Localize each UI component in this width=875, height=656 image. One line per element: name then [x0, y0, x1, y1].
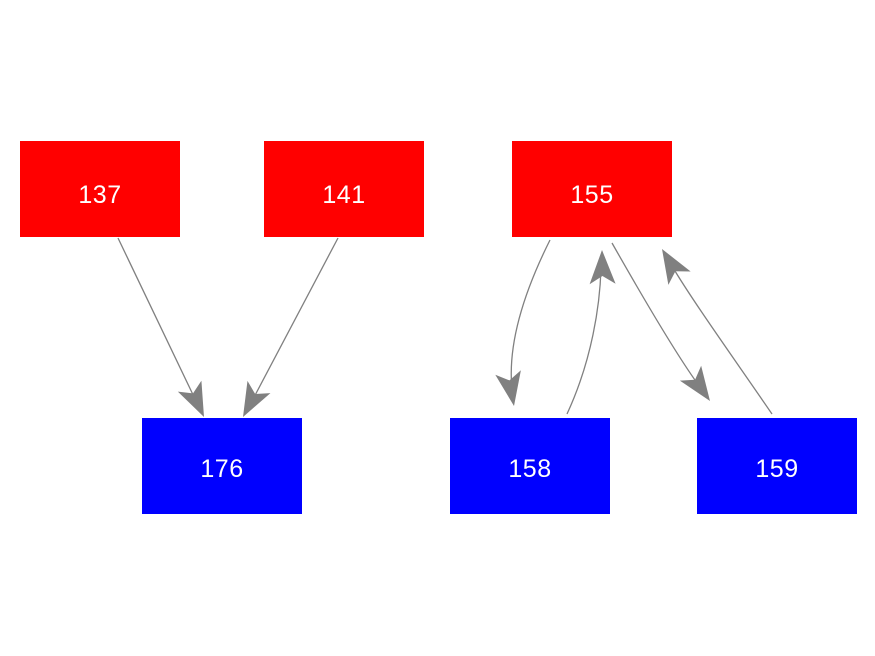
- graph-node-label: 159: [755, 455, 799, 483]
- arrowhead-icon: [662, 249, 691, 285]
- graph-node-label: 176: [200, 455, 244, 483]
- graph-node-158[interactable]: 158: [450, 418, 610, 514]
- arrowhead-icon: [679, 365, 710, 401]
- graph-node-159[interactable]: 159: [697, 418, 857, 514]
- graph-node-label: 137: [78, 181, 122, 209]
- graph-node-176[interactable]: 176: [142, 418, 302, 514]
- graph-node-137[interactable]: 137: [20, 141, 180, 237]
- graph-edge: [510, 239, 551, 390]
- graph-edge: [251, 237, 339, 402]
- arrowhead-icon: [589, 250, 616, 285]
- graph-edge: [611, 242, 701, 388]
- graph-node-155[interactable]: 155: [512, 141, 672, 237]
- graph-node-label: 155: [570, 181, 614, 209]
- graph-edge: [566, 267, 602, 415]
- graph-edge: [671, 265, 773, 415]
- graph-edge: [117, 237, 197, 402]
- graph-node-141[interactable]: 141: [264, 141, 424, 237]
- arrowhead-icon: [243, 380, 271, 417]
- graph-node-label: 141: [322, 181, 366, 209]
- arrowhead-icon: [177, 380, 204, 417]
- graph-node-label: 158: [508, 455, 552, 483]
- arrowhead-icon: [495, 370, 521, 406]
